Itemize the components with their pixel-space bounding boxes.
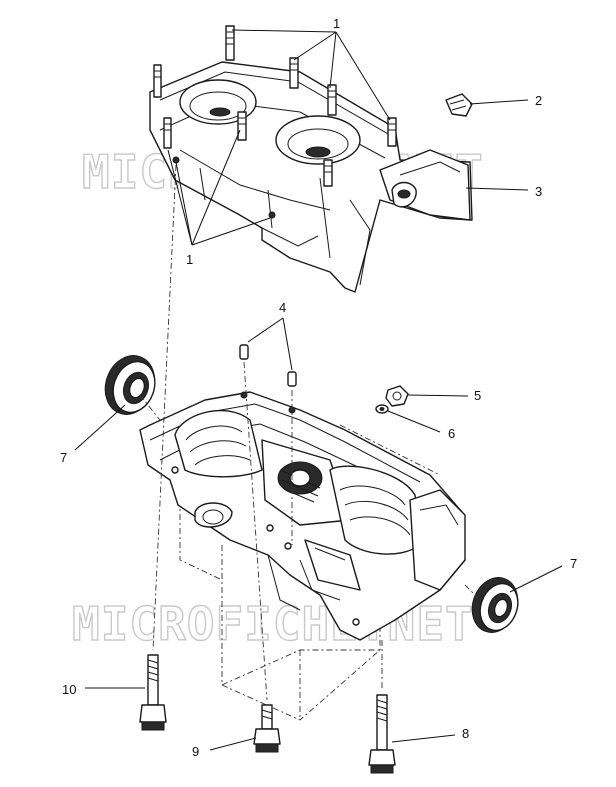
part-5-plug [385, 385, 409, 407]
part-6-washer [375, 404, 389, 414]
callout-4: 4 [279, 300, 286, 315]
part-4-dowel-pins [239, 344, 297, 387]
callout-7-left: 7 [60, 450, 67, 465]
callout-1-top: 1 [333, 16, 340, 31]
callout-6: 6 [448, 426, 455, 441]
callout-1-lower: 1 [186, 252, 193, 267]
upper-crankcase-half [149, 25, 473, 293]
part-9-bolt [253, 704, 281, 753]
callout-7-right: 7 [570, 556, 577, 571]
lower-crankcase-half [139, 391, 466, 721]
callout-2: 2 [535, 93, 542, 108]
part-7-seal-left [104, 355, 156, 415]
alignment-lines [139, 164, 481, 701]
callout-labels: 1 1 2 3 4 5 6 7 7 8 9 10 [60, 16, 577, 759]
part-7-seal-right [471, 577, 519, 633]
part-2-plug [445, 93, 473, 117]
callout-10: 10 [62, 682, 76, 697]
callout-5: 5 [474, 388, 481, 403]
callout-3: 3 [535, 184, 542, 199]
leader-lines [74, 29, 563, 751]
cylinder-studs [153, 25, 397, 187]
callout-9: 9 [192, 744, 199, 759]
part-8-bolt [368, 694, 396, 774]
callout-8: 8 [462, 726, 469, 741]
part-10-bolt [139, 654, 167, 731]
